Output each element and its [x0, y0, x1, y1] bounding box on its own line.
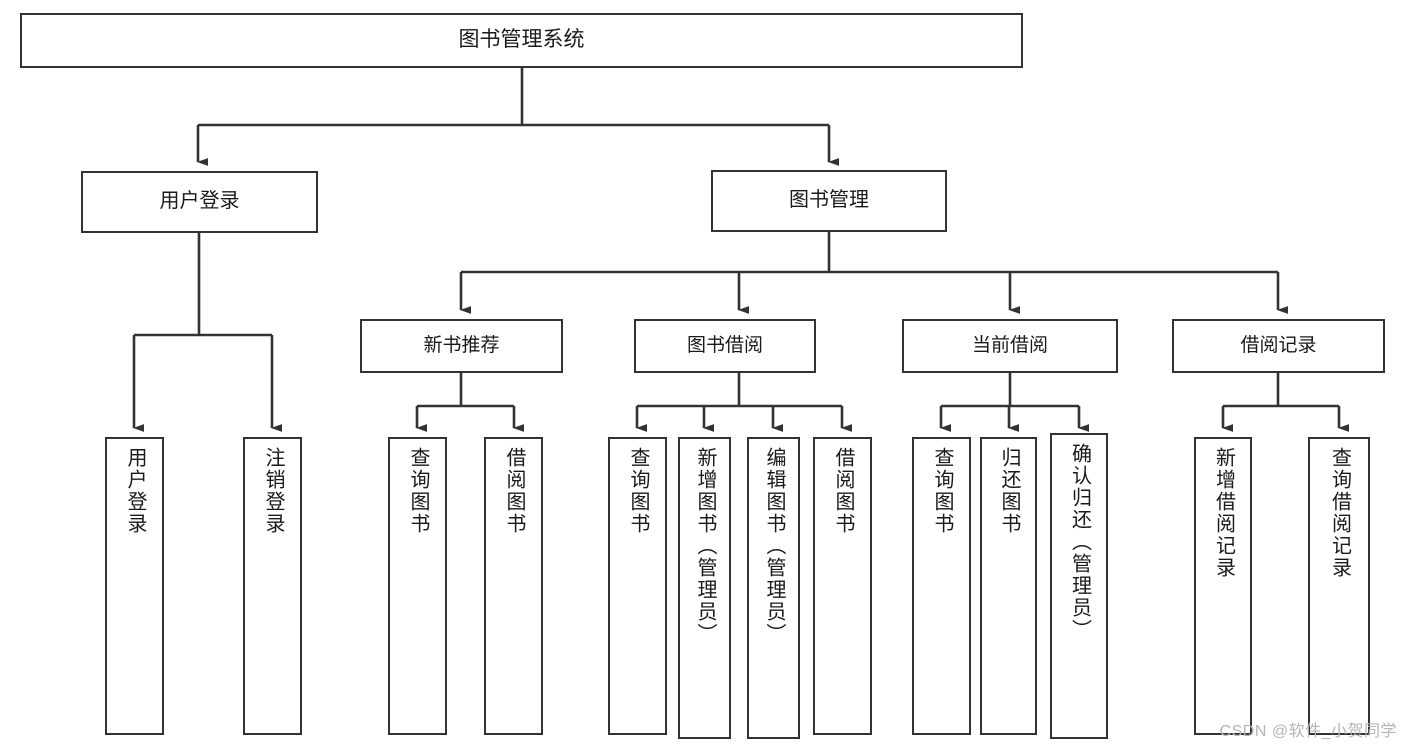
- leaf-query-book-borrow[interactable]: 查询图书: [608, 437, 667, 735]
- leaf-edit-book-admin[interactable]: 编辑图书（管理员）: [747, 437, 800, 739]
- edge-group-book-manage: [459, 232, 1288, 314]
- edge-group-new-book: [415, 373, 524, 432]
- node-label: 借阅图书: [832, 447, 854, 535]
- edge-group-book-borrow: [635, 373, 852, 432]
- node-label: 借阅图书: [503, 447, 525, 535]
- edge-group-root: [196, 68, 839, 166]
- node-label: 当前借阅: [971, 334, 1048, 356]
- leaf-add-borrow-record[interactable]: 新增借阅记录: [1194, 437, 1252, 735]
- leaf-query-book-recommend[interactable]: 查询图书: [388, 437, 447, 735]
- node-user-login[interactable]: 用户登录: [81, 171, 318, 233]
- node-label: 查询图书: [931, 447, 953, 535]
- node-borrow-record[interactable]: 借阅记录: [1172, 319, 1385, 373]
- leaf-borrow-book-recommend[interactable]: 借阅图书: [484, 437, 543, 735]
- leaf-return-book[interactable]: 归还图书: [980, 437, 1037, 735]
- node-label: 图书管理: [789, 189, 869, 212]
- leaf-user-login[interactable]: 用户登录: [105, 437, 164, 735]
- node-label: 归还图书: [998, 447, 1020, 535]
- node-new-book-recommend[interactable]: 新书推荐: [360, 319, 563, 373]
- node-label: 用户登录: [159, 190, 240, 213]
- node-label: 图书借阅: [686, 334, 763, 356]
- node-label: 查询借阅记录: [1328, 447, 1351, 579]
- node-label: 查询图书: [407, 447, 429, 535]
- leaf-query-borrow-record[interactable]: 查询借阅记录: [1308, 437, 1370, 735]
- node-book-borrow[interactable]: 图书借阅: [634, 319, 816, 373]
- node-label: 注销登录: [262, 447, 284, 535]
- node-label: 新增借阅记录: [1212, 447, 1235, 579]
- node-label: 用户登录: [124, 447, 146, 535]
- node-system-root[interactable]: 图书管理系统: [20, 13, 1023, 68]
- node-label: 借阅记录: [1240, 334, 1317, 356]
- node-label: 图书管理系统: [458, 28, 585, 52]
- edge-group-user-login: [132, 233, 282, 432]
- node-label: 新增图书（管理员）: [694, 447, 716, 645]
- node-current-borrow[interactable]: 当前借阅: [902, 319, 1118, 373]
- leaf-confirm-return-admin[interactable]: 确认归还（管理员）: [1050, 433, 1108, 739]
- edge-group-current-borrow: [939, 373, 1089, 432]
- node-label: 查询图书: [627, 447, 649, 535]
- node-label: 确认归还（管理员）: [1068, 443, 1091, 641]
- leaf-query-book-current[interactable]: 查询图书: [912, 437, 971, 735]
- node-label: 新书推荐: [423, 334, 500, 356]
- edge-group-borrow-record: [1221, 373, 1349, 432]
- leaf-borrow-book[interactable]: 借阅图书: [813, 437, 872, 735]
- leaf-add-book-admin[interactable]: 新增图书（管理员）: [678, 437, 731, 739]
- node-label: 编辑图书（管理员）: [763, 447, 785, 645]
- node-book-management[interactable]: 图书管理: [711, 170, 947, 232]
- leaf-logout[interactable]: 注销登录: [243, 437, 302, 735]
